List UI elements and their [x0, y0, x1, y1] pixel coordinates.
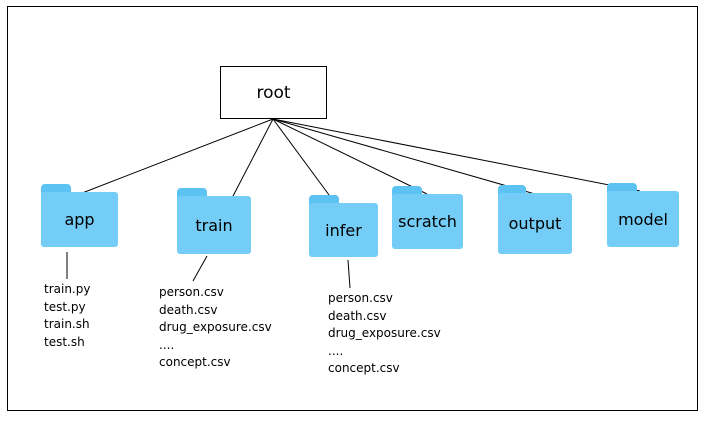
file-item: concept.csv: [159, 355, 231, 369]
connector-root-model: [272, 118, 641, 192]
folder-icon: [498, 185, 526, 195]
connector-root-output: [272, 118, 536, 195]
folder-label-infer: infer: [325, 220, 362, 240]
folder-icon: [177, 188, 207, 198]
connector-root-app: [76, 118, 274, 196]
folder-label-output: output: [508, 214, 562, 233]
folder-infer: infer: [309, 195, 378, 257]
file-item: concept.csv: [328, 361, 400, 375]
file-item: death.csv: [328, 308, 387, 323]
folder-icon: [309, 195, 339, 205]
file-item: test.py: [44, 299, 86, 314]
file-item: train.py: [44, 282, 91, 296]
train-file-list: person.csv death.csv drug_exposure.csv .…: [159, 284, 272, 372]
folder-icon: [41, 184, 71, 194]
file-item: person.csv: [159, 285, 224, 299]
folder-output: output: [498, 185, 572, 254]
file-item: ....: [328, 343, 344, 358]
folder-label-app: app: [64, 210, 95, 229]
folder-label-scratch: scratch: [398, 212, 457, 231]
app-file-list: train.py test.py train.sh test.sh: [44, 281, 90, 351]
root-label: root: [256, 82, 291, 103]
folder-label-train: train: [195, 215, 233, 235]
root-node: root: [220, 66, 327, 119]
folder-train: train: [177, 188, 251, 254]
folder-icon: [392, 186, 422, 196]
connector-root-infer: [272, 118, 333, 200]
file-item: drug_exposure.csv: [328, 326, 441, 340]
file-item: train.sh: [44, 317, 90, 331]
folder-icon: [607, 183, 637, 193]
infer-file-list: person.csv death.csv drug_exposure.csv .…: [328, 290, 441, 378]
file-item: person.csv: [328, 291, 393, 305]
folder-app: app: [41, 184, 118, 247]
connector-train-files: [192, 255, 208, 282]
file-item: death.csv: [159, 302, 218, 317]
connector-root-scratch: [272, 118, 428, 195]
folder-label-model: model: [618, 209, 668, 229]
connector-infer-files: [347, 259, 351, 289]
folder-model: model: [607, 183, 679, 247]
file-item: drug_exposure.csv: [159, 320, 272, 334]
file-item: ....: [159, 337, 175, 352]
folder-scratch: scratch: [392, 186, 463, 249]
file-item: test.sh: [44, 334, 85, 349]
diagram-frame: [7, 6, 698, 411]
connector-root-train: [231, 118, 274, 199]
